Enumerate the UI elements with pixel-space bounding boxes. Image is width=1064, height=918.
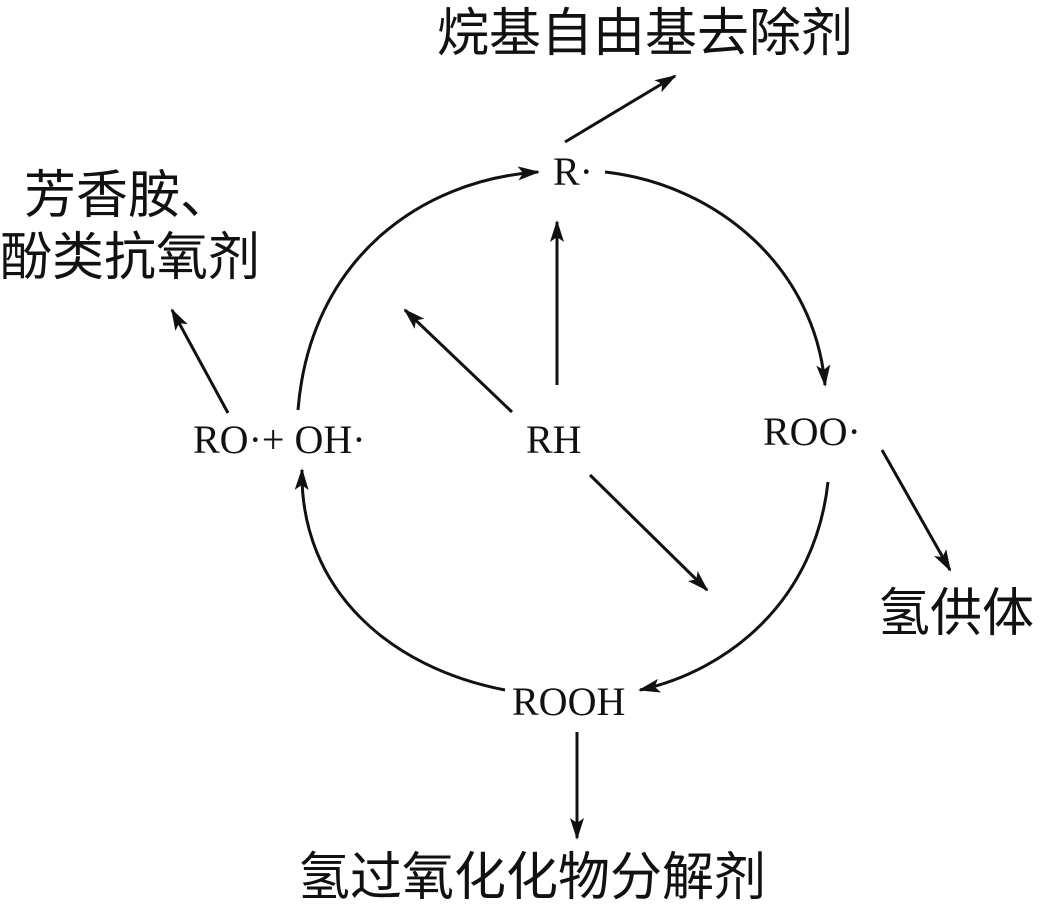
label-aromatic-amine-phenol-antioxidant: 芳香胺、 酚类抗氧剂 (0, 165, 260, 290)
species-rh: RH (526, 417, 582, 462)
arrow-ro-oh-to-r (296, 166, 540, 411)
label-antioxidant-line-1: 芳香胺、 (24, 166, 233, 226)
arrow-rooh-to-ro-oh (294, 468, 506, 692)
label-hydroperoxide-decomposer: 氢过氧化化物分解剂 (298, 848, 767, 908)
species-roo: ROO· (763, 409, 861, 454)
arrow-ro-to-antioxidant (170, 308, 230, 414)
arrow-roo-to-hydrogen-donor (880, 449, 952, 572)
arrow-rh-to-ro-oh (403, 308, 514, 414)
label-alkyl-radical-scavenger: 烷基自由基去除剂 (437, 4, 854, 64)
arrow-r-to-alkyl-scavenger (564, 74, 677, 144)
species-r: R· (553, 149, 593, 194)
label-hydrogen-donor: 氢供体 (878, 584, 1035, 644)
species-ro-oh: RO·+ OH· (193, 417, 366, 462)
arrow-roo-to-rooh (638, 481, 830, 693)
label-antioxidant-line-2: 酚类抗氧剂 (0, 228, 261, 289)
arrow-rh-to-rooh (588, 473, 709, 592)
arrow-r-to-roo (604, 170, 831, 387)
species-rooh: ROOH (512, 679, 626, 724)
